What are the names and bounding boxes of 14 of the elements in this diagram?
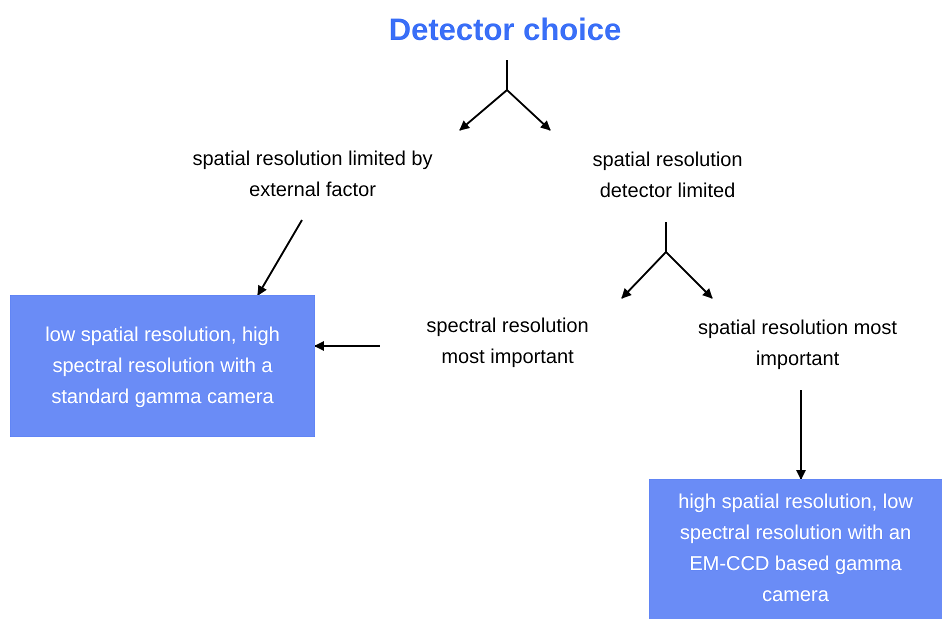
node-label: Detector choice xyxy=(388,11,622,49)
arrow xyxy=(665,222,713,299)
arrow xyxy=(796,390,806,480)
result-box xyxy=(649,479,942,619)
arrow xyxy=(506,60,551,131)
node-label: spectral resolution most important xyxy=(425,314,590,370)
result-text: high spatial resolution, low spectral resolution with an EM-CCD based gamma camera xyxy=(677,490,914,608)
result-box xyxy=(10,295,315,437)
node-label: spatial resolution limited by external factor xyxy=(191,147,434,203)
arrow xyxy=(314,341,380,351)
arrow xyxy=(257,220,303,296)
node-label: spatial resolution most important xyxy=(698,316,898,372)
result-text: low spatial resolution, high spectral resolution with a standard gamma camera xyxy=(44,322,281,410)
node-label: spatial resolution detector limited xyxy=(591,148,744,204)
